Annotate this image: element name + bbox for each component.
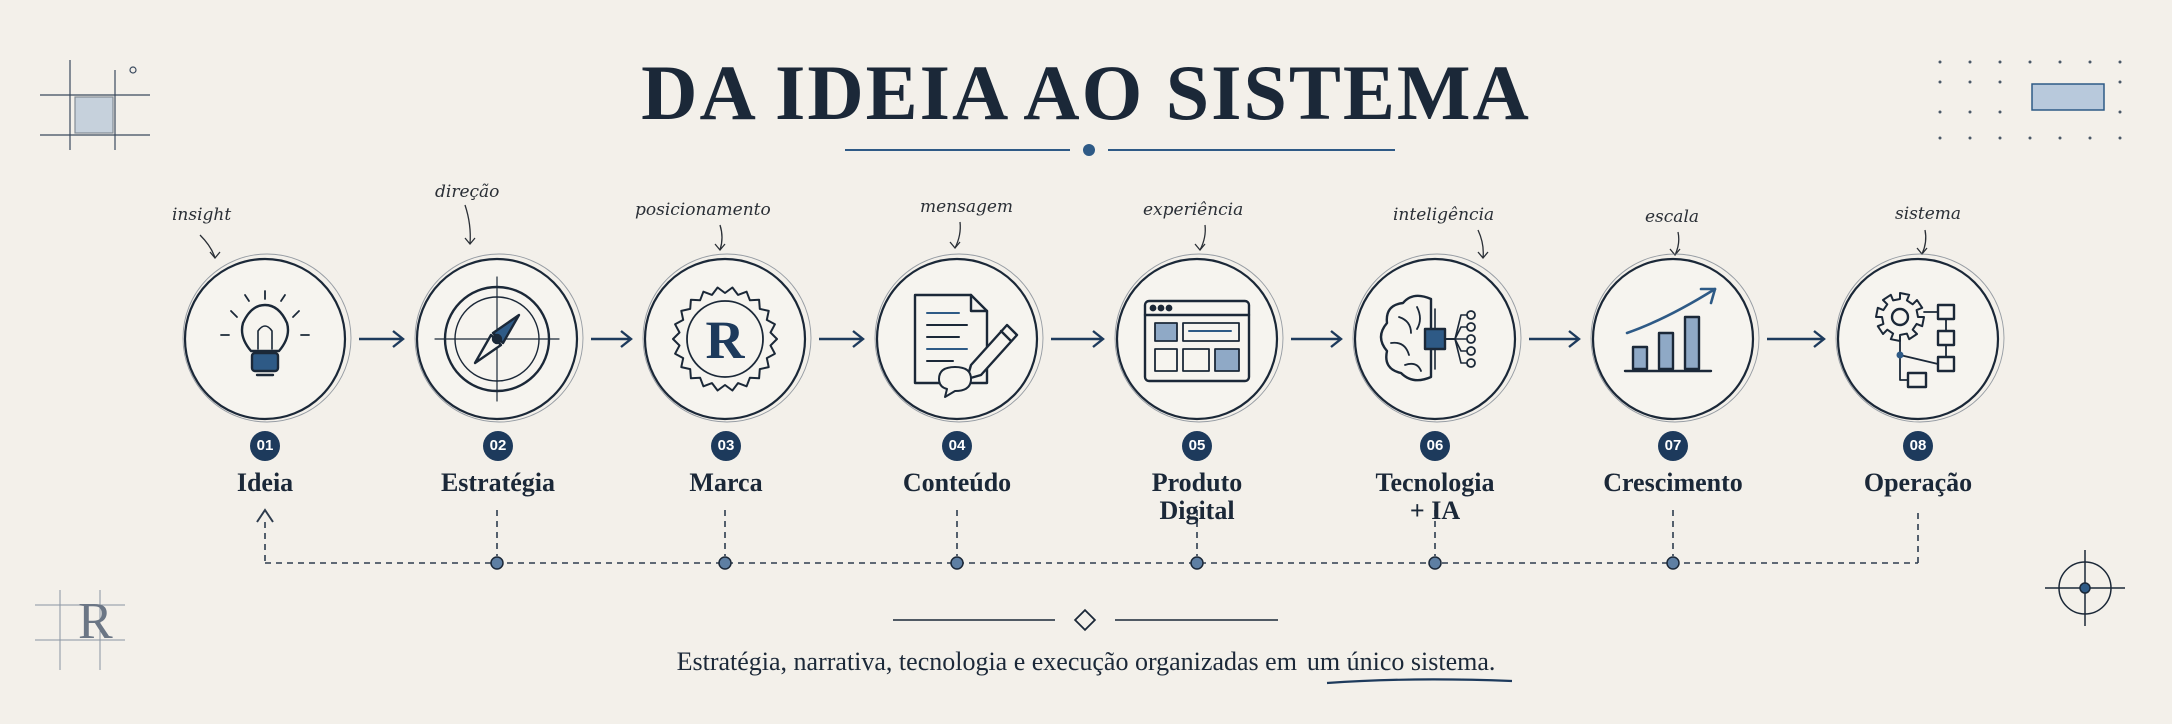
step-label: Crescimento — [1603, 468, 1743, 497]
note-arrowhead — [1477, 251, 1489, 260]
footer-ornament — [893, 608, 1278, 632]
loop-node — [1666, 556, 1680, 570]
note-arrow — [719, 224, 723, 251]
step-ideia: 01 Ideia — [150, 431, 380, 497]
step-label: Marca — [689, 468, 763, 497]
step-number: 06 — [1420, 431, 1450, 461]
monogram-grid-sketch — [35, 590, 125, 670]
corner-grid-sketch-top-left — [40, 60, 150, 150]
gear-flow-icon — [1875, 292, 1956, 389]
growth-chart-icon — [1623, 287, 1717, 373]
loop-node — [490, 556, 504, 570]
step-number: 01 — [250, 431, 280, 461]
note-arrowhead — [209, 251, 221, 260]
flow-arrowhead — [392, 330, 405, 348]
page-title: DA IDEIA AO SISTEMA — [641, 49, 1531, 136]
highlight-underline — [1326, 678, 1513, 685]
lightbulb-icon — [220, 290, 310, 377]
note-direcao: direção — [435, 182, 500, 202]
flow-arrowhead — [852, 330, 865, 348]
loop-node — [950, 556, 964, 570]
note-arrow — [199, 234, 216, 259]
note-experiencia: experiência — [1143, 200, 1244, 220]
flow-arrowhead — [1092, 330, 1105, 348]
step-tecnologia-ia: 06 Tecnologia + IA — [1320, 431, 1550, 525]
loop-node — [1190, 556, 1204, 570]
note-arrowhead — [949, 241, 961, 250]
footer-text: Estratégia, narrativa, tecnologia e exec… — [676, 647, 1297, 676]
note-posicionamento: posicionamento — [635, 200, 771, 220]
step-circle-5 — [1114, 253, 1284, 423]
step-circle-1 — [182, 253, 352, 423]
note-arrowhead — [1669, 248, 1681, 257]
step-label: Conteúdo — [902, 468, 1012, 497]
step-number: 03 — [711, 431, 741, 461]
step-label: Tecnologia + IA — [1375, 468, 1495, 525]
footer-tagline: Estratégia, narrativa, tecnologia e exec… — [0, 647, 2172, 677]
footer-highlight: um único sistema. — [1306, 647, 1496, 676]
document-pen-icon — [913, 293, 1019, 398]
seal-letter: R — [706, 310, 746, 370]
flow-arrowhead — [1568, 330, 1581, 348]
note-mensagem: mensagem — [920, 197, 1014, 217]
step-conteudo: 04 Conteúdo — [842, 431, 1072, 497]
note-arrow — [1477, 229, 1484, 259]
browser-window-icon — [1143, 299, 1251, 383]
note-inteligencia: inteligência — [1393, 205, 1495, 225]
flow-arrowhead — [1330, 330, 1343, 348]
step-number: 04 — [942, 431, 972, 461]
note-arrowhead — [1916, 247, 1928, 256]
loop-node — [718, 556, 732, 570]
step-produto-digital: 05 Produto Digital — [1082, 431, 1312, 525]
title-ornament — [845, 144, 1395, 156]
note-arrowhead — [1194, 243, 1206, 252]
step-marca: 03 Marca — [611, 431, 841, 497]
flow-arrowhead — [1813, 330, 1826, 348]
brain-chip-icon — [1379, 294, 1476, 382]
brand-seal-icon: R — [672, 286, 778, 392]
hatched-rect-sketch — [2031, 83, 2105, 111]
loop-arrowhead — [256, 508, 274, 523]
note-insight: insight — [172, 205, 232, 225]
step-label: Estratégia — [440, 468, 556, 497]
step-circle-3 — [642, 253, 812, 423]
note-sistema: sistema — [1895, 204, 1962, 224]
step-number: 08 — [1903, 431, 1933, 461]
feedback-loop — [264, 510, 1919, 564]
note-arrow — [464, 204, 471, 245]
step-label: Ideia — [236, 468, 294, 497]
corner-monogram: R — [78, 593, 113, 650]
step-operacao: 08 Operação — [1803, 431, 2033, 497]
compass-icon — [434, 276, 560, 402]
step-crescimento: 07 Crescimento — [1558, 431, 1788, 497]
note-escala: escala — [1645, 207, 1700, 227]
note-arrowhead — [464, 237, 476, 246]
step-number: 07 — [1658, 431, 1688, 461]
crosshair-icon — [2045, 550, 2125, 626]
dot-grid-top-right — [1938, 60, 2122, 140]
step-number: 05 — [1182, 431, 1212, 461]
step-estrategia: 02 Estratégia — [383, 431, 613, 497]
loop-node — [1428, 556, 1442, 570]
step-number: 02 — [483, 431, 513, 461]
step-label: Produto Digital — [1151, 468, 1243, 525]
step-circle-8 — [1835, 253, 2005, 423]
flow-arrowhead — [620, 330, 633, 348]
step-label: Operação — [1863, 468, 1973, 497]
note-arrowhead — [714, 243, 726, 252]
step-circle-7 — [1590, 253, 1760, 423]
